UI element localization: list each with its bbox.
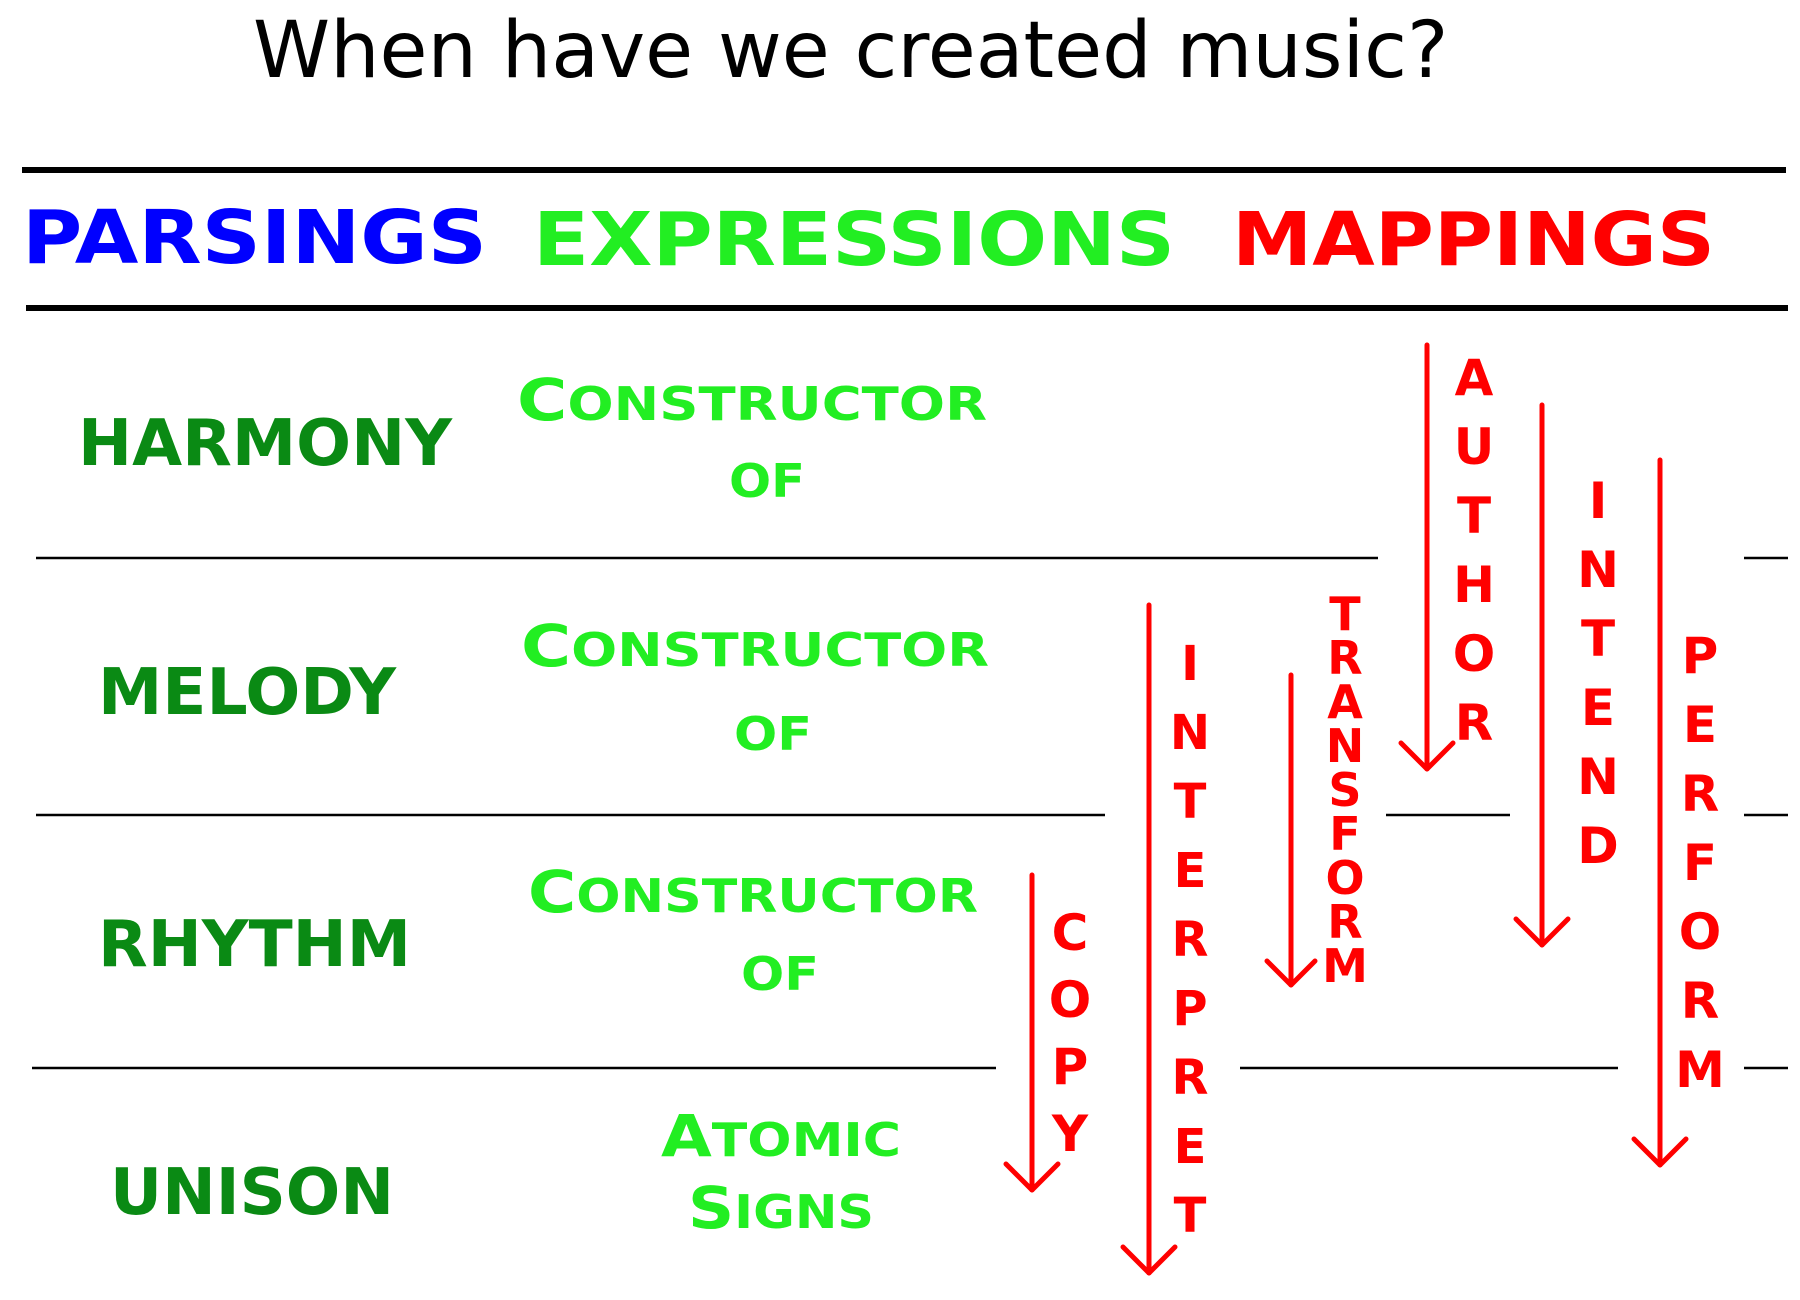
level-label-harmony: HARMONY: [78, 407, 453, 481]
mapping-label-copy-letter: P: [1052, 1038, 1089, 1096]
expression-unison-line1-initial: A: [661, 1102, 712, 1170]
mapping-label-intend-letter: N: [1577, 748, 1619, 806]
mapping-label-author-letter: H: [1453, 556, 1495, 614]
mapping-label-author-letter: O: [1453, 625, 1496, 683]
expression-melody-line2: OF: [734, 707, 812, 761]
mapping-label-author-letter: U: [1454, 418, 1495, 476]
expression-unison-line1-rest: TOMIC: [712, 1113, 901, 1167]
mapping-label-intend-letter: N: [1577, 541, 1619, 599]
arrow-perform: [1631, 457, 1689, 1168]
mapping-label-transform-letter: N: [1326, 719, 1365, 773]
mapping-label-intend-letter: E: [1581, 679, 1615, 737]
level-label-melody: MELODY: [98, 656, 397, 730]
header-expressions: EXPRESSIONS: [533, 197, 1175, 283]
mapping-label-perform-letter: R: [1681, 765, 1720, 823]
mapping-label-interpret-letter: N: [1170, 705, 1210, 761]
mapping-label-transform-letter: R: [1327, 631, 1362, 685]
expression-rhythm-line1-initial: C: [528, 858, 576, 926]
mapping-label-perform-letter: O: [1679, 903, 1722, 961]
expression-melody-line1-rest: ONSTRUCTOR: [571, 623, 989, 677]
mapping-label-interpret-letter: I: [1181, 636, 1199, 692]
expression-melody-line1-initial: C: [521, 612, 571, 680]
header-mappings: MAPPINGS: [1232, 197, 1715, 283]
level-label-unison: UNISON: [110, 1156, 394, 1230]
expression-rhythm-line2: OF: [741, 947, 819, 1001]
mapping-label-transform-letter: S: [1328, 763, 1361, 817]
mapping-label-transform-letter: M: [1322, 939, 1368, 993]
mapping-label-author-letter: R: [1455, 694, 1494, 752]
mapping-label-perform-letter: R: [1681, 972, 1720, 1030]
arrow-interpret: [1120, 602, 1178, 1276]
mapping-label-interpret-letter: T: [1174, 1188, 1207, 1244]
mapping-arrows: [1003, 342, 1689, 1276]
expression-unison-line2-rest: IGNS: [734, 1185, 874, 1239]
mapping-label-copy-letter: Y: [1051, 1105, 1089, 1163]
mapping-label-copy-letter: O: [1049, 971, 1092, 1029]
arrow-author: [1398, 342, 1456, 772]
mapping-label-transform-letter: O: [1325, 851, 1364, 905]
mapping-label-intend-letter: I: [1589, 472, 1608, 530]
expression-harmony-line1-rest: ONSTRUCTOR: [567, 377, 987, 431]
mapping-label-transform-letter: T: [1329, 587, 1361, 641]
mapping-label-author-letter: A: [1455, 349, 1494, 407]
expression-unison-line2-initial: S: [688, 1174, 734, 1242]
expression-rhythm-line1-rest: ONSTRUCTOR: [576, 869, 978, 923]
arrow-transform: [1264, 672, 1318, 988]
arrow-copy: [1003, 872, 1061, 1193]
mapping-label-intend-letter: T: [1581, 610, 1615, 668]
mapping-label-transform-letter: F: [1329, 807, 1360, 861]
mapping-label-interpret-letter: R: [1172, 1050, 1209, 1106]
level-label-rhythm: RHYTHM: [98, 908, 411, 982]
mapping-label-author-letter: T: [1457, 487, 1491, 545]
mapping-label-interpret-letter: E: [1174, 843, 1207, 899]
mapping-label-transform-letter: A: [1327, 675, 1363, 729]
mapping-label-intend-letter: D: [1577, 817, 1619, 875]
mapping-label-interpret-letter: E: [1174, 1119, 1207, 1175]
expression-unison-line2: SIGNS: [688, 1174, 874, 1242]
expression-harmony-line2: OF: [729, 454, 805, 508]
mapping-label-perform-letter: E: [1683, 696, 1717, 754]
row-separators: [32, 556, 1788, 1070]
expression-harmony-line1-initial: C: [517, 366, 567, 434]
header-parsings: PARSINGS: [22, 195, 487, 281]
mapping-label-interpret-letter: R: [1172, 912, 1209, 968]
mapping-label-perform-letter: M: [1675, 1041, 1725, 1099]
mapping-label-copy-letter: C: [1052, 904, 1089, 962]
mapping-label-interpret-letter: P: [1172, 981, 1207, 1037]
mapping-label-perform-letter: F: [1683, 834, 1717, 892]
diagram-title: When have we created music?: [253, 6, 1448, 96]
mapping-label-perform-letter: P: [1682, 627, 1719, 685]
arrow-intend: [1513, 402, 1571, 948]
mapping-label-transform-letter: R: [1327, 895, 1362, 949]
mapping-label-interpret-letter: T: [1174, 774, 1207, 830]
